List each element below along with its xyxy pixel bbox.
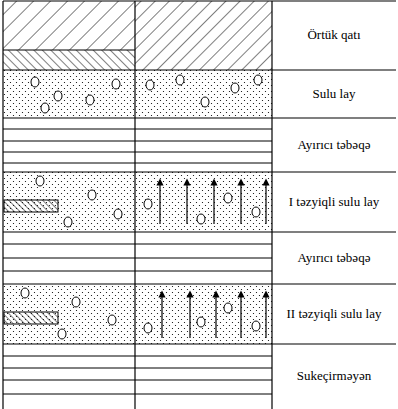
clay-line	[3, 380, 272, 381]
sand-dots	[3, 284, 272, 344]
pebble	[108, 315, 116, 325]
column-boundary	[271, 1, 272, 409]
pebble	[88, 190, 96, 200]
column-boundary	[134, 1, 135, 409]
pebble	[31, 77, 39, 87]
pebble	[252, 207, 260, 217]
pebble	[86, 95, 94, 105]
cover-divider	[3, 50, 135, 51]
table-grid	[3, 1, 396, 409]
cover-hatch	[3, 50, 135, 70]
clay-line	[3, 258, 272, 259]
clay-line	[3, 271, 272, 272]
cover-hatch	[135, 1, 272, 70]
layer-band: Örtük qatı	[272, 1, 396, 70]
layer-label: II təzyiqli sulu lay	[278, 307, 390, 322]
pebble	[197, 317, 205, 327]
row-boundary	[3, 0, 396, 1]
pebble	[58, 329, 66, 339]
layer-label: I təzyiqli sulu lay	[278, 195, 390, 210]
row-boundary	[3, 171, 396, 172]
pebble	[64, 217, 72, 227]
pressure-arrow	[240, 294, 241, 338]
pressure-arrow	[161, 294, 162, 338]
pressure-arrow	[189, 294, 190, 338]
sand-fill	[3, 70, 272, 344]
clay-line	[3, 163, 272, 164]
well-screen	[4, 200, 58, 212]
layer-band: Sukeçirməyən	[272, 344, 396, 409]
clay-line	[3, 356, 272, 357]
pebble	[197, 214, 205, 224]
clay-line	[3, 394, 272, 395]
clay-line	[3, 152, 272, 153]
pebble	[72, 297, 80, 307]
pressure-arrow	[186, 182, 187, 224]
layer-band: Ayırıcı təbəqə	[272, 118, 396, 172]
row-boundary	[3, 231, 396, 232]
clay-lines	[3, 129, 272, 394]
layer-label: Örtük qatı	[278, 28, 390, 43]
clay-line	[3, 141, 272, 142]
pressure-arrow	[240, 182, 241, 224]
cover-layer-fill	[3, 1, 272, 70]
pebble	[54, 91, 62, 101]
row-boundary	[3, 117, 396, 118]
column-boundary	[2, 1, 3, 409]
clay-line	[3, 368, 272, 369]
row-boundary	[3, 283, 396, 284]
pebble	[112, 79, 120, 89]
pebble	[252, 321, 260, 331]
layer-label: Ayırıcı təbəqə	[278, 251, 390, 266]
layer-band: II təzyiqli sulu lay	[272, 284, 396, 344]
layer-band: I təzyiqli sulu lay	[272, 172, 396, 232]
pebble	[224, 193, 232, 203]
pebble	[144, 199, 152, 209]
well-screen	[4, 312, 58, 324]
sand-dots	[3, 70, 272, 118]
clay-line	[3, 244, 272, 245]
pebble	[146, 80, 154, 90]
layer-label: Sukeçirməyən	[278, 369, 390, 384]
cover-hatch	[3, 1, 135, 50]
pressure-arrows	[160, 182, 266, 338]
clay-line	[3, 129, 272, 130]
pebble	[114, 209, 122, 219]
pebble	[41, 103, 49, 113]
pebble	[201, 97, 209, 107]
pebble	[36, 176, 44, 186]
pressure-arrow	[215, 294, 216, 338]
row-boundary	[3, 69, 396, 70]
pressure-arrow	[213, 182, 214, 224]
layer-band: Ayırıcı təbəqə	[272, 232, 396, 284]
sand-dots	[3, 172, 272, 232]
well-screens	[4, 200, 58, 324]
pebble	[21, 288, 29, 298]
pebble	[144, 323, 152, 333]
pressure-arrow	[265, 182, 266, 224]
layer-band: Sulu lay	[272, 70, 396, 118]
layer-label: Ayırıcı təbəqə	[278, 138, 390, 153]
pressure-arrow	[265, 294, 266, 338]
pebble	[224, 303, 232, 313]
pebble	[231, 83, 239, 93]
pressure-arrow	[159, 182, 160, 224]
pebble	[176, 75, 184, 85]
row-boundary	[3, 343, 396, 344]
layer-label: Sulu lay	[278, 87, 390, 102]
pebble	[254, 75, 262, 85]
